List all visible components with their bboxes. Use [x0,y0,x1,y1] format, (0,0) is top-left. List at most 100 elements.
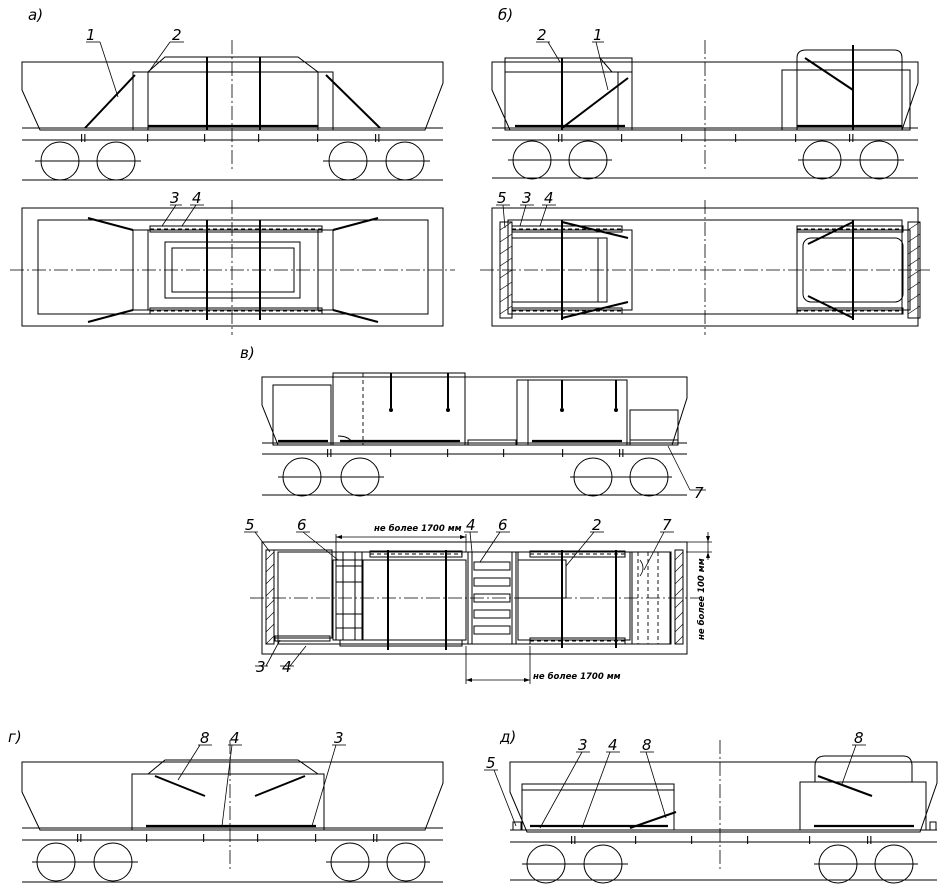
stretch-wire-a-left [84,74,136,129]
svg-text:II: II [326,447,333,460]
section-b-side-view: II I I I I II 2 1 [491,26,919,180]
svg-text:I: I [257,132,260,145]
cargo-b-right [781,69,911,131]
svg-text:I: I [256,832,259,845]
svg-text:5: 5 [486,754,496,772]
svg-text:I: I [746,834,749,847]
section-g: г) II I I I I II 8 4 3 [8,728,444,883]
stretch-wire-b-right [804,57,854,91]
svg-text:I: I [203,132,206,145]
section-v-plan-view: не более 1700 мм не более 1700 мм не бол… [244,516,712,684]
cargo-v-1 [272,384,332,446]
section-d: д) II I I I I II 5 [484,728,938,884]
svg-text:II: II [570,834,577,847]
stretch-wire-d-right [817,775,873,797]
svg-text:4: 4 [230,729,240,747]
bogie-g-right [326,842,430,882]
svg-text:II: II [76,832,83,845]
svg-text:3: 3 [578,736,588,754]
section-a: а) II I I I I II [10,6,455,335]
svg-text:8: 8 [854,729,864,747]
bogie-a-left [35,141,141,181]
cargo-roof-a [147,56,319,73]
svg-text:II: II [374,132,381,145]
svg-text:I: I [316,132,319,145]
svg-text:3: 3 [256,658,266,676]
stretch-wire-g-left [154,775,206,797]
svg-text:8: 8 [200,729,210,747]
cargo-v-2 [332,372,466,446]
bogie-d-right [814,844,918,884]
cargo-plan-v-1 [273,549,333,639]
callout-3: 3 [170,189,180,207]
callout-4: 4 [192,189,202,207]
svg-text:I: I [502,447,505,460]
spacer-frame-v-middle [467,551,517,645]
svg-text:1: 1 [593,26,603,44]
svg-text:I: I [808,834,811,847]
section-label-d: д) [499,728,516,746]
svg-text:I: I [634,834,637,847]
callout-2: 2 [172,26,182,44]
cargo-a [132,71,334,131]
wagon-plan-a [21,207,444,327]
section-label-g: г) [8,728,22,746]
svg-text:7: 7 [694,484,704,502]
bogie-b-right [798,140,904,180]
svg-text:5: 5 [497,189,507,207]
svg-text:I: I [690,834,693,847]
svg-text:I: I [620,132,623,145]
dimension-top: не более 1700 мм [374,523,462,534]
section-label-v: в) [240,344,255,362]
svg-text:I: I [314,832,317,845]
section-a-plan-view: 3 4 [10,189,455,335]
svg-text:4: 4 [544,189,554,207]
marker-double: II [80,132,87,145]
svg-text:I: I [794,132,797,145]
svg-text:I: I [734,132,737,145]
cargo-v-3 [516,379,628,446]
bogie-v-left [278,457,384,497]
dimension-side: не более 100 мм [696,558,707,640]
wagon-body-v [261,376,688,446]
bogie-g-left [32,842,138,882]
marker-single: I [146,132,149,145]
svg-text:3: 3 [522,189,532,207]
svg-text:II: II [618,447,625,460]
section-label-b: б) [498,6,513,24]
svg-text:I: I [389,447,392,460]
svg-text:2: 2 [537,26,547,44]
svg-text:4: 4 [466,516,476,534]
svg-text:6: 6 [297,516,307,534]
bogie-b-left [508,140,612,180]
svg-text:II: II [372,832,379,845]
svg-text:II: II [848,132,855,145]
spacer-frame-v-left [335,551,363,641]
dimension-bottom: не более 1700 мм [533,671,621,682]
stretch-wire-g-right [254,775,306,797]
svg-text:I: I [202,832,205,845]
section-label-a: а) [28,6,43,24]
section-a-side-view: II I I I I II 1 2 [21,26,444,181]
section-v-side-view: II I I I I II 7 [261,372,706,502]
svg-text:5: 5 [245,516,255,534]
cargo-d-right [799,781,927,831]
svg-text:2: 2 [592,516,602,534]
stretch-wire-a-right [325,74,381,129]
cargo-plan-v-3 [517,551,631,641]
bogie-a-right [323,141,430,181]
svg-text:I: I [446,447,449,460]
wagon-body-d [509,761,938,833]
svg-text:7: 7 [662,516,672,534]
cargo-g [131,773,325,831]
cargo-plan-v-4 [631,551,671,645]
cargo-b-left [504,57,633,131]
wagon-body-a [21,61,444,131]
svg-text:I: I [680,132,683,145]
stretch-wire-b-left [561,77,629,129]
section-b: б) II I I I [480,6,930,335]
svg-text:3: 3 [334,729,344,747]
callout-1: 1 [86,26,96,44]
svg-text:4: 4 [282,658,292,676]
